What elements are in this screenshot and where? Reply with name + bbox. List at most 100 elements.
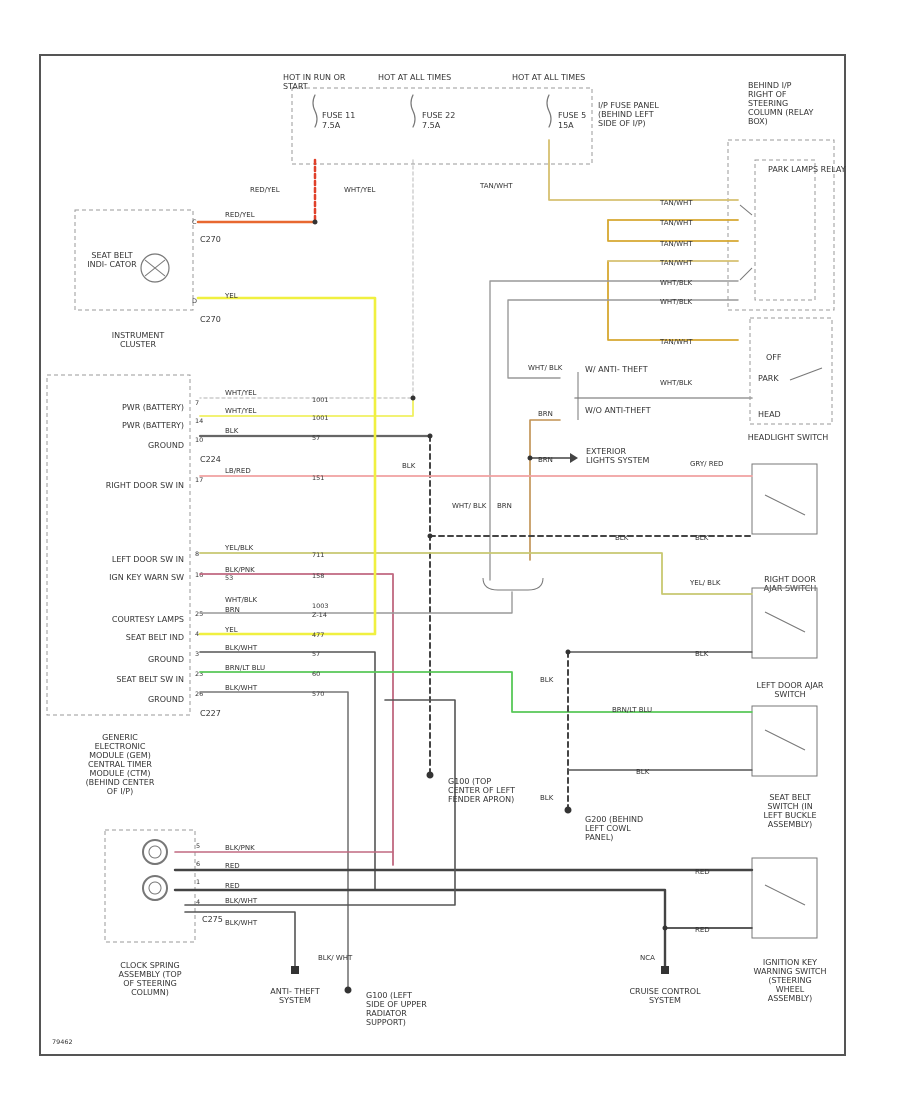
pin-c270b: D: [192, 297, 197, 305]
splice-7: [662, 925, 668, 931]
left-door-contact: [764, 729, 806, 751]
pin-8: 4: [195, 630, 199, 638]
gem-pin-pwr-2: PWR (BATTERY): [122, 421, 184, 430]
wl-wht-yel-b: WHT/YEL: [225, 407, 257, 415]
wl-wht-blk-1: WHT/BLK: [660, 279, 693, 287]
wire-wht-yel-2: [199, 397, 414, 417]
ckt-12: 1003: [312, 602, 329, 610]
wire-cs-red-2: [173, 888, 667, 972]
pin-3: 10: [195, 436, 203, 444]
seatbelt-bulb-icon: [140, 253, 170, 283]
c227-label: C227: [200, 709, 221, 718]
pin-1: 7: [195, 399, 199, 407]
gem-pin-ign-key: IGN KEY WARN SW: [109, 573, 184, 582]
gem-pin-ground-2: GROUND: [148, 655, 184, 664]
wl-wht-blk-hs: WHT/BLK: [660, 379, 693, 387]
clock-spring-coil-2-inner-icon: [148, 881, 162, 895]
hs-park: PARK: [758, 374, 779, 383]
wl-wht-blk-gem: WHT/ BLK: [452, 502, 487, 510]
pin-c2: 6: [196, 860, 200, 868]
fuse-panel-box: [291, 87, 593, 165]
fuse-3-amps: 15A: [558, 121, 574, 130]
wl-tan-wht-1: TAN/WHT: [659, 199, 693, 207]
gem-pin-ground-3: GROUND: [148, 695, 184, 704]
bulb-filament: [144, 259, 166, 277]
wire-wht-blk-relay-1: [489, 280, 739, 581]
fuse-2-feed: HOT AT ALL TIMES: [378, 73, 451, 82]
wl-blk-rd: BLK: [695, 650, 709, 658]
gem-pin-pwr-1: PWR (BATTERY): [122, 403, 184, 412]
gem-module: PWR (BATTERY) PWR (BATTERY) GROUND RIGHT…: [46, 374, 221, 796]
wire-cs-blk-wht-2: [184, 911, 296, 971]
pin-4: 17: [195, 476, 203, 484]
fuse-1-symbol: [312, 94, 318, 128]
ckt-8: 477: [312, 631, 324, 639]
c270-label-b: C270: [200, 315, 221, 324]
wire-blk-pnk: [199, 573, 394, 866]
clock-spring-coil-1-icon: [142, 839, 168, 865]
park-relay-label: PARK LAMPS RELAY: [768, 165, 846, 174]
fuse-3-name: FUSE 5: [558, 111, 586, 120]
wl-blk-ld: BLK: [636, 768, 650, 776]
wire-cs-blk-wht: [184, 699, 456, 906]
wl-blk-vert: BLK: [402, 462, 416, 470]
splice-6: [565, 649, 571, 655]
wl-cs-red-2: RED: [225, 882, 240, 890]
pin-c270a: C: [192, 218, 197, 226]
clock-spring-coil-2-icon: [142, 875, 168, 901]
wire-brn-vert: [529, 419, 561, 561]
lbl-w-antitheft: W/ ANTI- THEFT: [585, 365, 648, 374]
wl-cs-blk-wht-2: BLK/WHT: [225, 919, 258, 927]
wire-blk-wht-2: [199, 691, 349, 991]
wl-cs-red-1: RED: [225, 862, 240, 870]
splice-1: [312, 219, 318, 225]
wire-blk-wht-1: [174, 651, 376, 891]
wl-blk-wht-2: BLK/WHT: [225, 684, 258, 692]
fuse-2-symbol: [410, 94, 416, 128]
wl-red-key: RED: [695, 926, 710, 934]
wl-brn-mid: BRN: [538, 456, 553, 464]
ckt-6: 158: [312, 572, 324, 580]
fuse-1-name: FUSE 11: [322, 111, 355, 120]
wires: RED/YEL RED/YEL WHT/YEL WHT/YEL WHT/YEL …: [173, 139, 754, 991]
wl-brn-courtesy: BRN: [225, 606, 240, 614]
wl-yel-2: YEL: [224, 626, 238, 634]
wl-tan-wht-feed: TAN/WHT: [479, 182, 513, 190]
wire-yel-blk: [199, 552, 753, 595]
pin-7: 25: [195, 610, 203, 618]
headlight-switch: OFF PARK HEAD HEADLIGHT SWITCH: [748, 317, 833, 442]
fuse-2-amps: 7.5A: [422, 121, 441, 130]
wl-blk-wht-3: BLK/ WHT: [318, 954, 353, 962]
wl-brn-lt-blu-2: BRN/LT BLU: [612, 706, 652, 714]
wire-wht-yel-1: [199, 159, 414, 399]
ckt-2: 1001: [312, 414, 329, 422]
gem-pin-courtesy: COURTESY LAMPS: [112, 615, 184, 624]
ckt-5: 711: [312, 551, 324, 559]
seat-belt-box: [751, 857, 818, 939]
hs-off: OFF: [766, 353, 782, 362]
wl-tan-wht-2: TAN/WHT: [659, 219, 693, 227]
ground-g200-icon: [564, 806, 572, 814]
pin-c3: 1: [196, 878, 200, 886]
right-door-box: [751, 587, 818, 659]
arrow-exterior-icon: [570, 453, 578, 463]
gem-pin-left-door: LEFT DOOR SW IN: [112, 555, 184, 564]
relay-switch: [739, 204, 753, 216]
key-switch-top-box: [751, 463, 818, 535]
clock-spring-box: [104, 829, 196, 943]
wl-blk-key-2: BLK: [695, 534, 709, 542]
wl-cs-blk-wht: BLK/WHT: [225, 897, 258, 905]
